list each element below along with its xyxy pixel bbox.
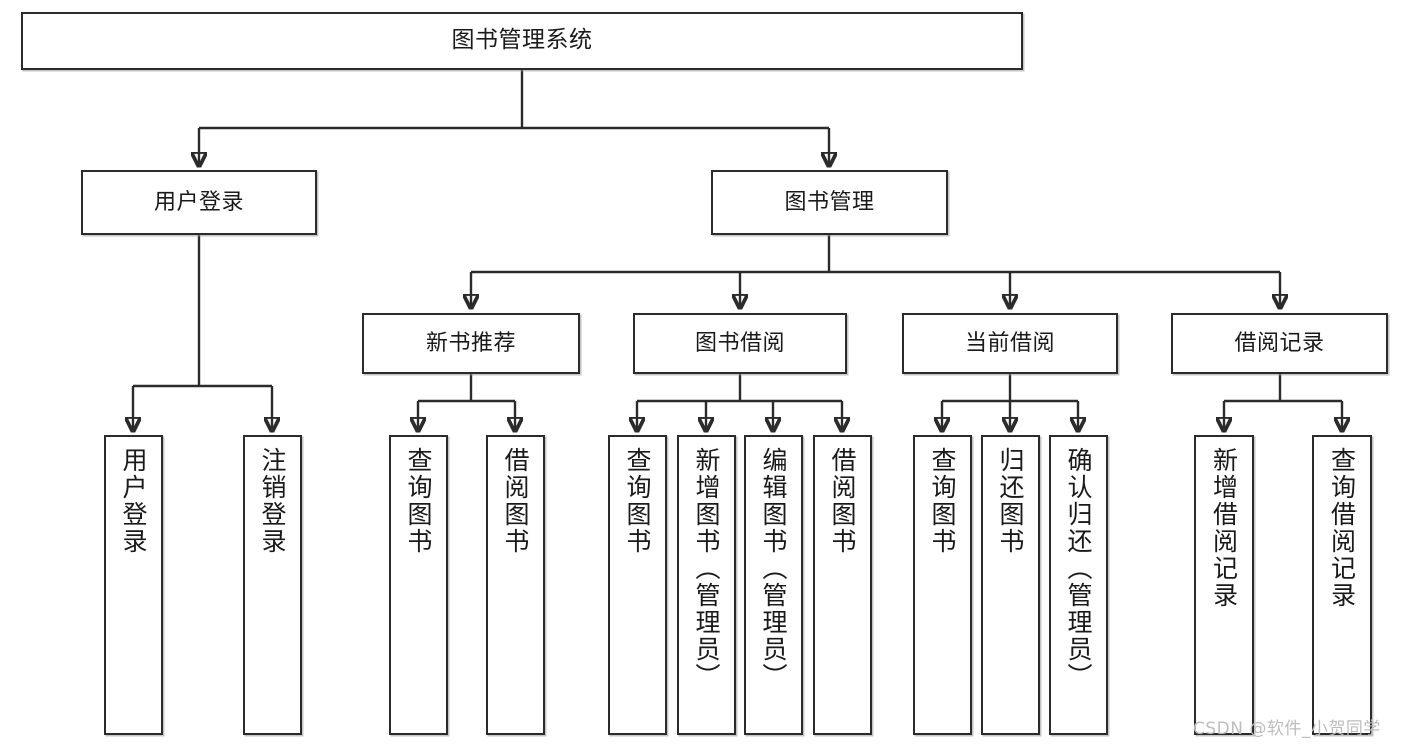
node-label: 归还图书 — [996, 447, 1025, 555]
node-label: 图书管理系统 — [451, 27, 593, 54]
leaf-book-borrow-add-book-admin[interactable]: 新增图书（管理员） — [677, 435, 736, 735]
node-label: 图书管理 — [784, 189, 875, 215]
leaf-book-borrow-borrow-book[interactable]: 借阅图书 — [813, 435, 872, 735]
csdn-watermark: CSDN @软件_小贺同学 — [1193, 719, 1381, 739]
node-new-book-recommend[interactable]: 新书推荐 — [362, 313, 580, 374]
node-label: 查询借阅记录 — [1327, 447, 1357, 609]
leaf-borrow-record-add-record[interactable]: 新增借阅记录 — [1194, 435, 1254, 735]
node-label: 查询图书 — [928, 447, 957, 555]
leaf-current-borrow-return-book[interactable]: 归还图书 — [981, 435, 1040, 735]
leaf-new-book-borrow-book[interactable]: 借阅图书 — [486, 435, 545, 735]
node-label: 借阅图书 — [828, 447, 857, 555]
node-label: 注销登录 — [258, 447, 287, 555]
node-root-book-management-system[interactable]: 图书管理系统 — [21, 12, 1023, 70]
node-label: 新增借阅记录 — [1209, 447, 1239, 609]
node-current-borrow[interactable]: 当前借阅 — [902, 313, 1118, 374]
node-label: 新书推荐 — [425, 330, 516, 356]
leaf-user-login-signin[interactable]: 用户登录 — [104, 435, 163, 735]
node-borrow-record[interactable]: 借阅记录 — [1171, 313, 1388, 374]
leaf-new-book-query-book[interactable]: 查询图书 — [389, 435, 448, 735]
leaf-current-borrow-query-book[interactable]: 查询图书 — [913, 435, 972, 735]
leaf-book-borrow-edit-book-admin[interactable]: 编辑图书（管理员） — [744, 435, 803, 735]
node-label: 图书借阅 — [694, 330, 785, 356]
node-book-management[interactable]: 图书管理 — [711, 170, 948, 235]
node-label: 编辑图书（管理员） — [759, 447, 788, 690]
leaf-borrow-record-query-record[interactable]: 查询借阅记录 — [1312, 435, 1372, 735]
node-label: 当前借阅 — [964, 330, 1055, 356]
leaf-current-borrow-confirm-return-admin[interactable]: 确认归还（管理员） — [1049, 435, 1108, 735]
node-label: 借阅记录 — [1234, 330, 1325, 356]
node-book-borrow[interactable]: 图书借阅 — [633, 313, 847, 374]
node-label: 新增图书（管理员） — [692, 447, 721, 690]
node-user-login[interactable]: 用户登录 — [81, 170, 317, 235]
node-label: 借阅图书 — [501, 447, 530, 555]
leaf-user-login-signout[interactable]: 注销登录 — [243, 435, 302, 735]
leaf-book-borrow-query-book[interactable]: 查询图书 — [608, 435, 667, 735]
node-label: 查询图书 — [404, 447, 433, 555]
node-label: 确认归还（管理员） — [1064, 447, 1093, 690]
node-label: 用户登录 — [119, 447, 148, 555]
node-label: 用户登录 — [153, 189, 244, 215]
node-label: 查询图书 — [623, 447, 652, 555]
